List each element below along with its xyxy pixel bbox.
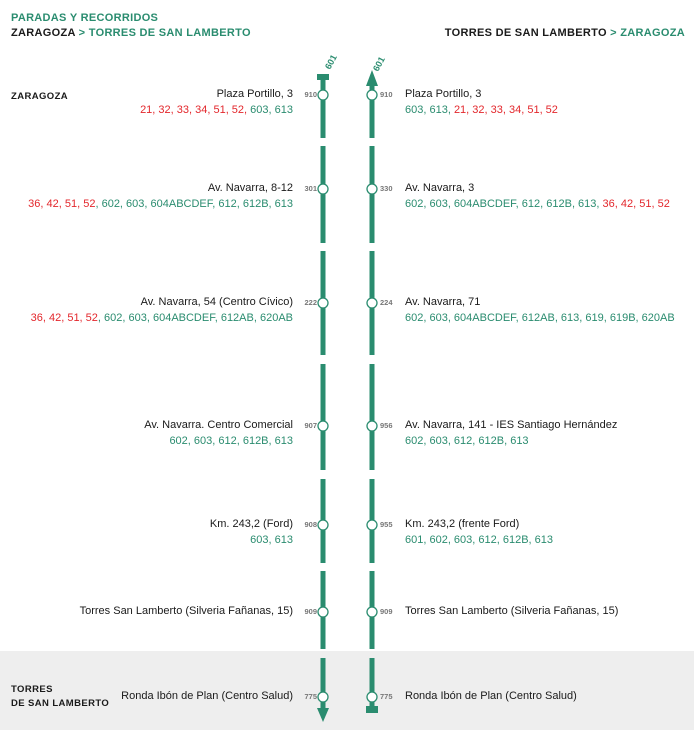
line-numbers-segment: 36, 42, 51, 52 [602,198,670,210]
stop-name-inbound: Ronda Ibón de Plan (Centro Salud) [405,690,577,702]
stop-lines-inbound: 601, 602, 603, 612, 612B, 613 [405,534,553,546]
line-numbers-segment: 602, 603, 604ABCDEF, 612AB, 620AB [104,312,293,324]
line-numbers-segment: 21, 32, 33, 34, 51, 52 [140,104,245,116]
stop-name-inbound: Torres San Lamberto (Silveria Fañanas, 1… [405,605,619,617]
route-label-outbound: 601 [323,53,339,71]
outbound-start-bar [317,74,329,80]
stop-marker-outbound [317,183,329,195]
stop-lines-inbound: 602, 603, 604ABCDEF, 612, 612B, 613, 36,… [405,198,670,210]
stop-code-inbound: 330 [380,184,393,193]
stop-lines-inbound: 602, 603, 604ABCDEF, 612AB, 613, 619, 61… [405,312,675,324]
stop-name-inbound: Av. Navarra, 71 [405,296,481,308]
stop-code-inbound: 909 [380,607,393,616]
line-numbers-segment: 602, 603, 604ABCDEF, 612AB, 613, 619, 61… [405,312,675,324]
stop-markers [317,89,378,703]
stop-code-outbound: 775 [304,692,317,701]
stop-code-inbound: 775 [380,692,393,701]
stop-marker-outbound [317,420,329,432]
stop-marker-outbound [317,89,329,101]
stop-lines-outbound: 603, 613 [250,534,293,546]
stop-marker-outbound [317,297,329,309]
line-numbers-segment: 602, 603, 604ABCDEF, 612, 612B, 613 [101,198,293,210]
stop-name-outbound: Av. Navarra, 54 (Centro Cívico) [140,296,293,308]
stop-lines-inbound: 603, 613, 21, 32, 33, 34, 51, 52 [405,104,558,116]
city-bottom-label: TORRES DE SAN LAMBERTO [11,683,109,711]
stop-name-outbound: Plaza Portillo, 3 [216,88,293,100]
stop-lines-outbound: 21, 32, 33, 34, 51, 52, 603, 613 [140,104,293,116]
line-numbers-segment: , [244,104,251,116]
stop-code-outbound: 910 [304,90,317,99]
line-numbers-segment: 36, 42, 51, 52 [30,312,98,324]
stop-name-outbound: Km. 243,2 (Ford) [209,518,293,530]
stop-code-outbound: 909 [304,607,317,616]
line-numbers-segment: 602, 603, 612, 612B, 613 [169,435,293,447]
route-label-inbound: 601 [371,55,387,73]
direction-right: TORRES DE SAN LAMBERTO > ZARAGOZA [445,27,685,39]
page-title: PARADAS Y RECORRIDOS [11,12,159,24]
inbound-arrow-icon [366,70,378,86]
direction-right-from: TORRES DE SAN LAMBERTO [444,27,607,39]
inbound-end-bar [366,706,378,713]
direction-right-separator: > [606,27,621,39]
stop-code-inbound: 955 [380,520,393,529]
direction-right-to: ZARAGOZA [620,27,685,39]
direction-left-from: ZARAGOZA [11,27,76,39]
stop-name-inbound: Av. Navarra, 141 - IES Santiago Hernánde… [405,419,618,431]
city-bottom-line-1: TORRES [11,684,53,695]
stop-code-outbound: 908 [304,520,317,529]
stop-marker-inbound [366,606,378,618]
stop-code-inbound: 224 [380,298,393,307]
stop-code-outbound: 222 [304,298,317,307]
line-numbers-segment: , [95,198,102,210]
line-numbers-segment: 602, 603, 604ABCDEF, 612, 612B, 613, [405,198,603,210]
direction-left: ZARAGOZA > TORRES DE SAN LAMBERTO [11,27,251,39]
stop-name-outbound: Torres San Lamberto (Silveria Fañanas, 1… [79,605,293,617]
stop-code-inbound: 910 [380,90,393,99]
stop-code-outbound: 301 [304,184,317,193]
stop-marker-outbound [317,606,329,618]
stop-code-inbound: 956 [380,421,393,430]
line-numbers-segment: 603, 613, [405,104,454,116]
stop-code-outbound: 907 [304,421,317,430]
destination-band [0,651,694,730]
line-numbers-segment: 601, 602, 603, 612, 612B, 613 [405,534,554,546]
stop-marker-outbound [317,691,329,703]
stop-lines-outbound: 602, 603, 612, 612B, 613 [169,435,293,447]
stop-lines-outbound: 36, 42, 51, 52, 602, 603, 604ABCDEF, 612… [28,198,293,210]
stop-name-inbound: Plaza Portillo, 3 [405,88,482,100]
city-top-label: ZARAGOZA [11,91,69,102]
direction-left-separator: > [75,27,89,39]
line-numbers-segment: 21, 32, 33, 34, 51, 52 [453,104,558,116]
stop-name-inbound: Km. 243,2 (frente Ford) [405,518,520,530]
line-numbers-segment: 603, 613 [250,534,293,546]
line-numbers-segment: , [97,312,105,324]
stop-name-inbound: Av. Navarra, 3 [405,182,475,194]
city-bottom-line-2: DE SAN LAMBERTO [11,698,110,709]
stop-marker-inbound [366,89,378,101]
stop-name-outbound: Ronda Ibón de Plan (Centro Salud) [121,690,293,702]
stop-marker-inbound [366,297,378,309]
stop-marker-outbound [317,519,329,531]
outbound-arrow-icon [317,708,329,722]
stop-marker-inbound [366,519,378,531]
stop-marker-inbound [366,691,378,703]
line-numbers-segment: 36, 42, 51, 52 [28,198,96,210]
stop-marker-inbound [366,183,378,195]
stop-name-outbound: Av. Navarra. Centro Comercial [144,419,293,431]
stop-lines-outbound: 36, 42, 51, 52, 602, 603, 604ABCDEF, 612… [31,312,293,324]
line-numbers-segment: 603, 613 [250,104,293,116]
stop-marker-inbound [366,420,378,432]
direction-left-to: TORRES DE SAN LAMBERTO [88,27,251,39]
line-numbers-segment: 602, 603, 612, 612B, 613 [405,435,529,447]
stop-lines-inbound: 602, 603, 612, 612B, 613 [405,435,529,447]
route-line-outbound [317,74,329,722]
stop-name-outbound: Av. Navarra, 8-12 [207,182,293,194]
